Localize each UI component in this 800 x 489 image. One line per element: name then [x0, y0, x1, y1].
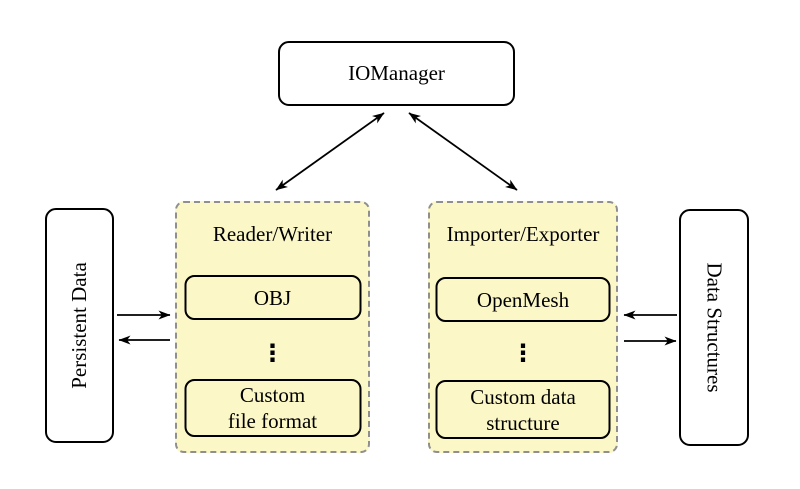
container-reader-writer: Reader/Writer OBJ ⋮ Custom file format: [175, 201, 370, 453]
box-custom-file-format-line1: Custom: [239, 383, 306, 407]
box-openmesh-label: OpenMesh: [476, 287, 570, 312]
container-reader-writer-title: Reader/Writer: [212, 222, 333, 246]
box-custom-data-structure: Custom data structure: [435, 380, 611, 439]
box-custom-file-format-line2: file format: [227, 409, 318, 433]
container-importer-exporter: Importer/Exporter OpenMesh ⋮ Custom data…: [428, 201, 618, 453]
vertical-ellipsis-importer-exporter: ⋮: [511, 339, 535, 367]
vertical-ellipsis-reader-writer: ⋮: [260, 339, 285, 367]
container-importer-exporter-title: Importer/Exporter: [446, 222, 600, 246]
node-persistent-data: Persistent Data: [45, 208, 114, 443]
node-iomanager: IOManager: [278, 41, 515, 106]
box-obj-label: OBJ: [253, 285, 292, 310]
box-obj: OBJ: [184, 275, 361, 320]
arrow-iomanager-importerexporter: [408, 112, 518, 191]
box-custom-file-format: Custom file format: [184, 379, 361, 437]
box-openmesh: OpenMesh: [435, 277, 611, 322]
box-custom-data-structure-line2: structure: [486, 410, 560, 435]
node-iomanager-label: IOManager: [348, 61, 445, 85]
node-data-structures-label: Data Structures: [702, 262, 727, 393]
box-custom-data-structure-line1: Custom data: [470, 384, 576, 409]
node-persistent-data-label: Persistent Data: [67, 262, 91, 389]
node-data-structures: Data Structures: [679, 209, 749, 446]
arrow-iomanager-readerwriter: [275, 112, 385, 191]
